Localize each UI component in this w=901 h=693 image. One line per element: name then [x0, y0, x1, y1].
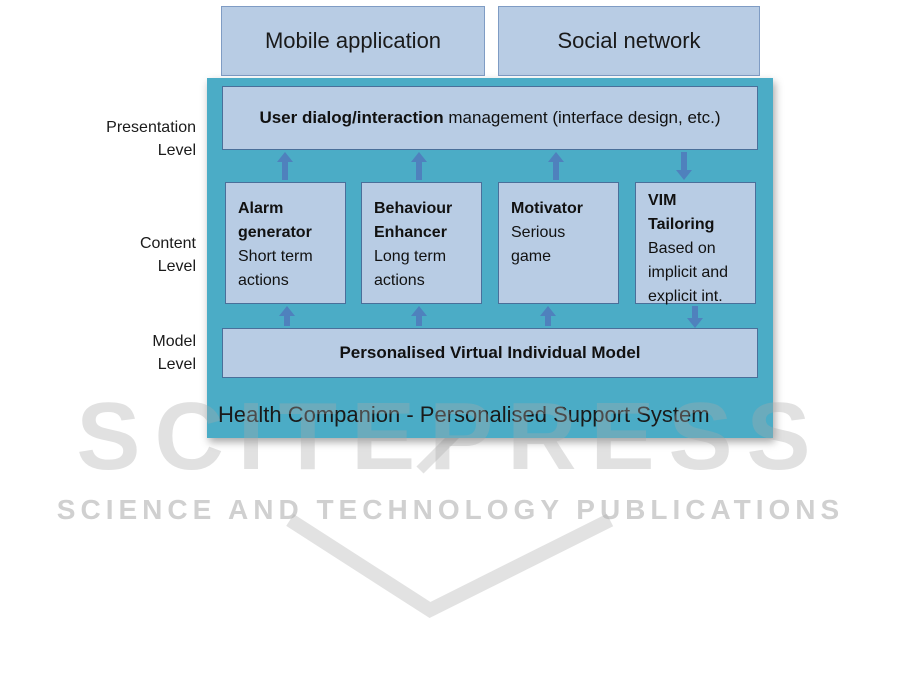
motivator-desc-1: Serious	[511, 224, 566, 241]
arrow-down-icon	[687, 306, 703, 328]
mobile-application-label: Mobile application	[264, 28, 442, 53]
arrow-up-icon	[411, 306, 427, 326]
model-box-label: Personalised Virtual Individual Model	[339, 343, 641, 362]
content-level-line-1: Content	[139, 235, 196, 252]
content-level-line-2: Level	[157, 258, 196, 275]
presentation-box-rest: management (interface design, etc.)	[443, 108, 721, 127]
presentation-level-line-2: Level	[157, 142, 196, 159]
presentation-level-line-1: Presentation	[106, 119, 196, 136]
arrow-down-icon	[676, 152, 692, 180]
model-level-line-2: Level	[157, 356, 196, 373]
vim-tailoring-box: VIM Tailoring Based on implicit and expl…	[635, 182, 756, 305]
motivator-desc-2: game	[511, 248, 552, 265]
social-network-label: Social network	[557, 28, 701, 53]
arrow-up-icon	[277, 152, 293, 180]
arrow-up-icon	[411, 152, 427, 180]
behaviour-enhancer-box: Behaviour Enhancer Long term actions	[361, 182, 482, 304]
arrow-up-icon	[548, 152, 564, 180]
behaviour-desc-2: actions	[374, 272, 425, 289]
alarm-desc-2: actions	[238, 272, 289, 289]
presentation-level-label: Presentation Level	[86, 116, 196, 162]
social-network-box: Social network	[498, 6, 760, 76]
behaviour-title-2: Enhancer	[374, 224, 447, 241]
mobile-application-box: Mobile application	[221, 6, 485, 76]
motivator-title-1: Motivator	[511, 200, 583, 217]
alarm-title-2: generator	[238, 224, 312, 241]
system-title: Health Companion - Personalised Support …	[218, 402, 710, 428]
arrow-up-icon	[279, 306, 295, 326]
motivator-box: Motivator Serious game	[498, 182, 619, 304]
content-level-label: Content Level	[86, 232, 196, 278]
behaviour-desc-1: Long term	[374, 248, 447, 265]
model-box: Personalised Virtual Individual Model	[222, 328, 758, 378]
presentation-box: User dialog/interaction management (inte…	[222, 86, 758, 150]
vim-title-2: Tailoring	[648, 216, 715, 233]
alarm-title-1: Alarm	[238, 200, 284, 217]
watermark-main: SCITEPRESS	[76, 383, 825, 490]
behaviour-title-1: Behaviour	[374, 200, 453, 217]
vim-title-1: VIM	[648, 192, 677, 209]
alarm-desc-1: Short term	[238, 248, 313, 265]
arrow-up-icon	[540, 306, 556, 326]
system-title-text: Health Companion - Personalised Support …	[218, 402, 710, 427]
model-level-line-1: Model	[152, 333, 196, 350]
watermark-sub: SCIENCE AND TECHNOLOGY PUBLICATIONS	[56, 494, 845, 525]
vim-desc-3: explicit int.	[648, 288, 723, 305]
vim-desc-1: Based on	[648, 240, 716, 257]
vim-desc-2: implicit and	[648, 264, 729, 281]
alarm-generator-box: Alarm generator Short term actions	[225, 182, 346, 304]
presentation-box-bold: User dialog/interaction	[259, 108, 444, 127]
model-level-label: Model Level	[86, 330, 196, 376]
